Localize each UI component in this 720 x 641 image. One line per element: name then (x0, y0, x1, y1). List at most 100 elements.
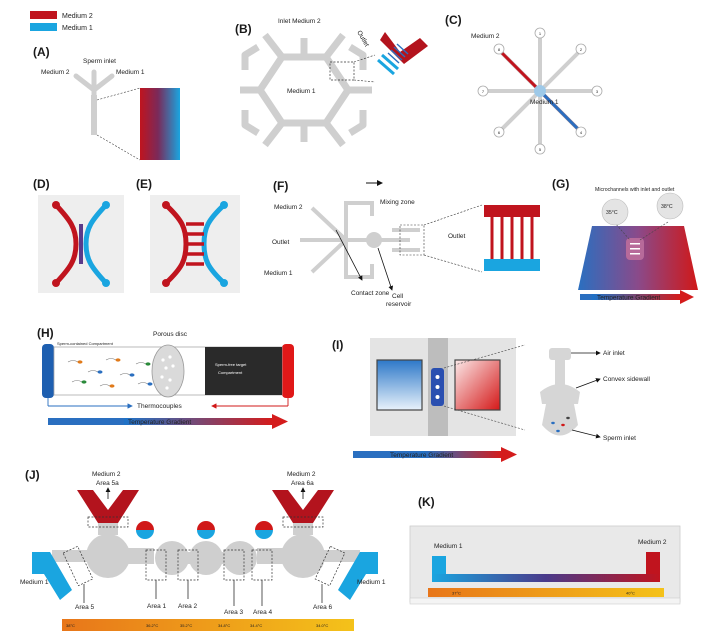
panel-d-medium2-channel (54, 203, 79, 285)
panel-j-ball-3 (255, 521, 273, 539)
panel-b-label: (B) (235, 22, 252, 36)
panel-g: (G) Microchannels with inlet and outlet … (552, 177, 698, 304)
legend-medium2-label: Medium 2 (62, 13, 93, 20)
legend: Medium 2 Medium 1 (30, 11, 93, 32)
panel-c-label: (C) (445, 13, 462, 27)
panel-j-channel-body (52, 523, 360, 578)
panel-j-medium2-left: Medium 2 (92, 471, 121, 478)
panel-j-area-arrows (83, 580, 323, 606)
panel-h-gradient: Temperature Gradient (128, 419, 191, 426)
panel-k-t-left: 37°C (452, 591, 461, 596)
panel-e-crosschannels (186, 222, 204, 266)
panel-k-label: (K) (418, 495, 435, 509)
temp-area5: 38°C (66, 623, 75, 628)
panel-j-temperatures: 38°C 36.2°C 35.2°C 34.8°C 34.4°C 34.0°C (66, 623, 328, 628)
port-2: 2 (580, 47, 583, 52)
panel-a-gradient-zoom (140, 88, 180, 160)
panel-b: (B) Inlet Medium 2 Medium 1 Outlet (235, 18, 428, 148)
panel-i-zoom-line-1 (443, 344, 526, 369)
panel-f-contact-zone: Contact zone (351, 290, 390, 297)
panel-i-chip-wells (435, 375, 440, 399)
port-3: 3 (596, 89, 599, 94)
panel-e-port-bl (162, 279, 170, 287)
panel-b-zoom-line-2 (353, 79, 376, 83)
panel-h: (H) Porous disc Sperm-contained Com (37, 326, 294, 429)
panel-h-sperm-contained: Sperm-contained Compartment (57, 341, 114, 346)
panel-f-reservoir: reservoir (386, 301, 412, 308)
panel-f-zoom-line-1 (423, 204, 483, 226)
temp-area6: 34.0°C (316, 623, 328, 628)
panel-a-medium2: Medium 2 (41, 69, 70, 76)
panel-h-thermocouples: Thermocouples (137, 403, 183, 410)
panel-i-gradient: Temperature Gradient (390, 452, 453, 459)
panel-h-cold-electrode (42, 344, 54, 398)
panel-j-area5a: Area 5a (96, 480, 119, 487)
temp-area3: 34.8°C (218, 623, 230, 628)
panel-j-area-4: Area 4 (253, 609, 273, 616)
panel-j-medium1-left: Medium 1 (20, 579, 49, 586)
panel-i: (I) Air inlet Convex sidewall Sperm inle… (332, 338, 651, 462)
panel-a-sperm-inlet: Sperm inlet (83, 58, 116, 65)
panel-h-hot-electrode (282, 344, 294, 398)
panel-d: (D) (33, 177, 124, 293)
panel-i-chamber-sperm (551, 416, 570, 433)
panel-f: (F) Medium 2 Mixing zone Outlet Outlet (264, 179, 540, 308)
panel-b-center-chamber (270, 64, 338, 116)
panel-f-mixing-detail (484, 205, 540, 271)
panel-b-medium1: Medium 1 (287, 88, 316, 95)
panel-i-convex-arrow (575, 378, 601, 389)
panel-f-label: (F) (273, 179, 288, 193)
panel-h-porous-disc-label: Porous disc (153, 331, 188, 338)
panel-j-medium2-right: Medium 2 (287, 471, 316, 478)
panel-g-gradient: Temperature Gradient (597, 295, 660, 302)
panel-b-zoom-box (329, 61, 355, 81)
panel-c-center-chamber (534, 85, 546, 97)
panel-g-grad-arrowhead (680, 290, 694, 304)
panel-i-grad-arrowhead (501, 447, 517, 462)
panel-d-port-br (102, 279, 110, 287)
panel-b-hex-network (240, 32, 372, 148)
panel-i-convex: Convex sidewall (603, 376, 651, 383)
panel-k-medium1: Medium 1 (434, 543, 463, 550)
panel-j-area6a: Area 6a (291, 480, 314, 487)
panel-c-ports (477, 27, 603, 155)
panel-g-title: Microchannels with inlet and outlet (595, 187, 675, 193)
panel-j-temperature-bar (62, 619, 354, 631)
panel-f-outlet-right: Outlet (448, 233, 466, 240)
panel-i-chamber-detail (540, 348, 580, 436)
panel-i-sperm-inlet: Sperm inlet (603, 435, 636, 442)
panel-j-area-3: Area 3 (224, 609, 244, 616)
panel-b-outlet-detail (377, 32, 428, 76)
panel-k-t-right: 40°C (626, 591, 635, 596)
panel-a-label: (A) (33, 45, 50, 59)
panel-e-port-br (220, 279, 228, 287)
panel-i-label: (I) (332, 338, 343, 352)
port-7: 7 (482, 89, 485, 94)
panel-c-port-numbers: 1 2 3 4 5 6 7 8 (482, 31, 599, 152)
port-6: 6 (498, 130, 501, 135)
panel-f-cell: Cell (392, 293, 404, 300)
panel-k-base (409, 597, 681, 605)
panel-f-medium2: Medium 2 (274, 204, 303, 211)
panel-c-medium1: Medium 1 (530, 99, 559, 106)
panel-k: (K) Medium 1 Medium 2 37°C 40°C (409, 495, 681, 605)
panel-f-contact-arrow (335, 229, 363, 281)
panel-e-port-tr (220, 201, 228, 209)
panel-k-medium2-well (646, 552, 660, 580)
panel-h-grad-cold (48, 418, 124, 425)
panel-j-medium1-right: Medium 1 (357, 579, 386, 586)
panel-b-outlet: Outlet (355, 30, 370, 49)
panel-d-interface (79, 224, 83, 264)
legend-swatch-medium2 (30, 11, 57, 19)
panel-e-label: (E) (136, 177, 152, 191)
legend-swatch-medium1 (30, 23, 57, 31)
temp-area1: 36.2°C (146, 623, 158, 628)
panel-g-microchannels (630, 243, 640, 255)
panel-i-zoom-line-2 (443, 405, 526, 431)
panel-b-zoom-line-1 (353, 54, 376, 63)
temp-area2: 35.2°C (180, 623, 192, 628)
panel-a-zoom-line-top (96, 87, 141, 101)
panel-j-area-6: Area 6 (313, 604, 333, 611)
